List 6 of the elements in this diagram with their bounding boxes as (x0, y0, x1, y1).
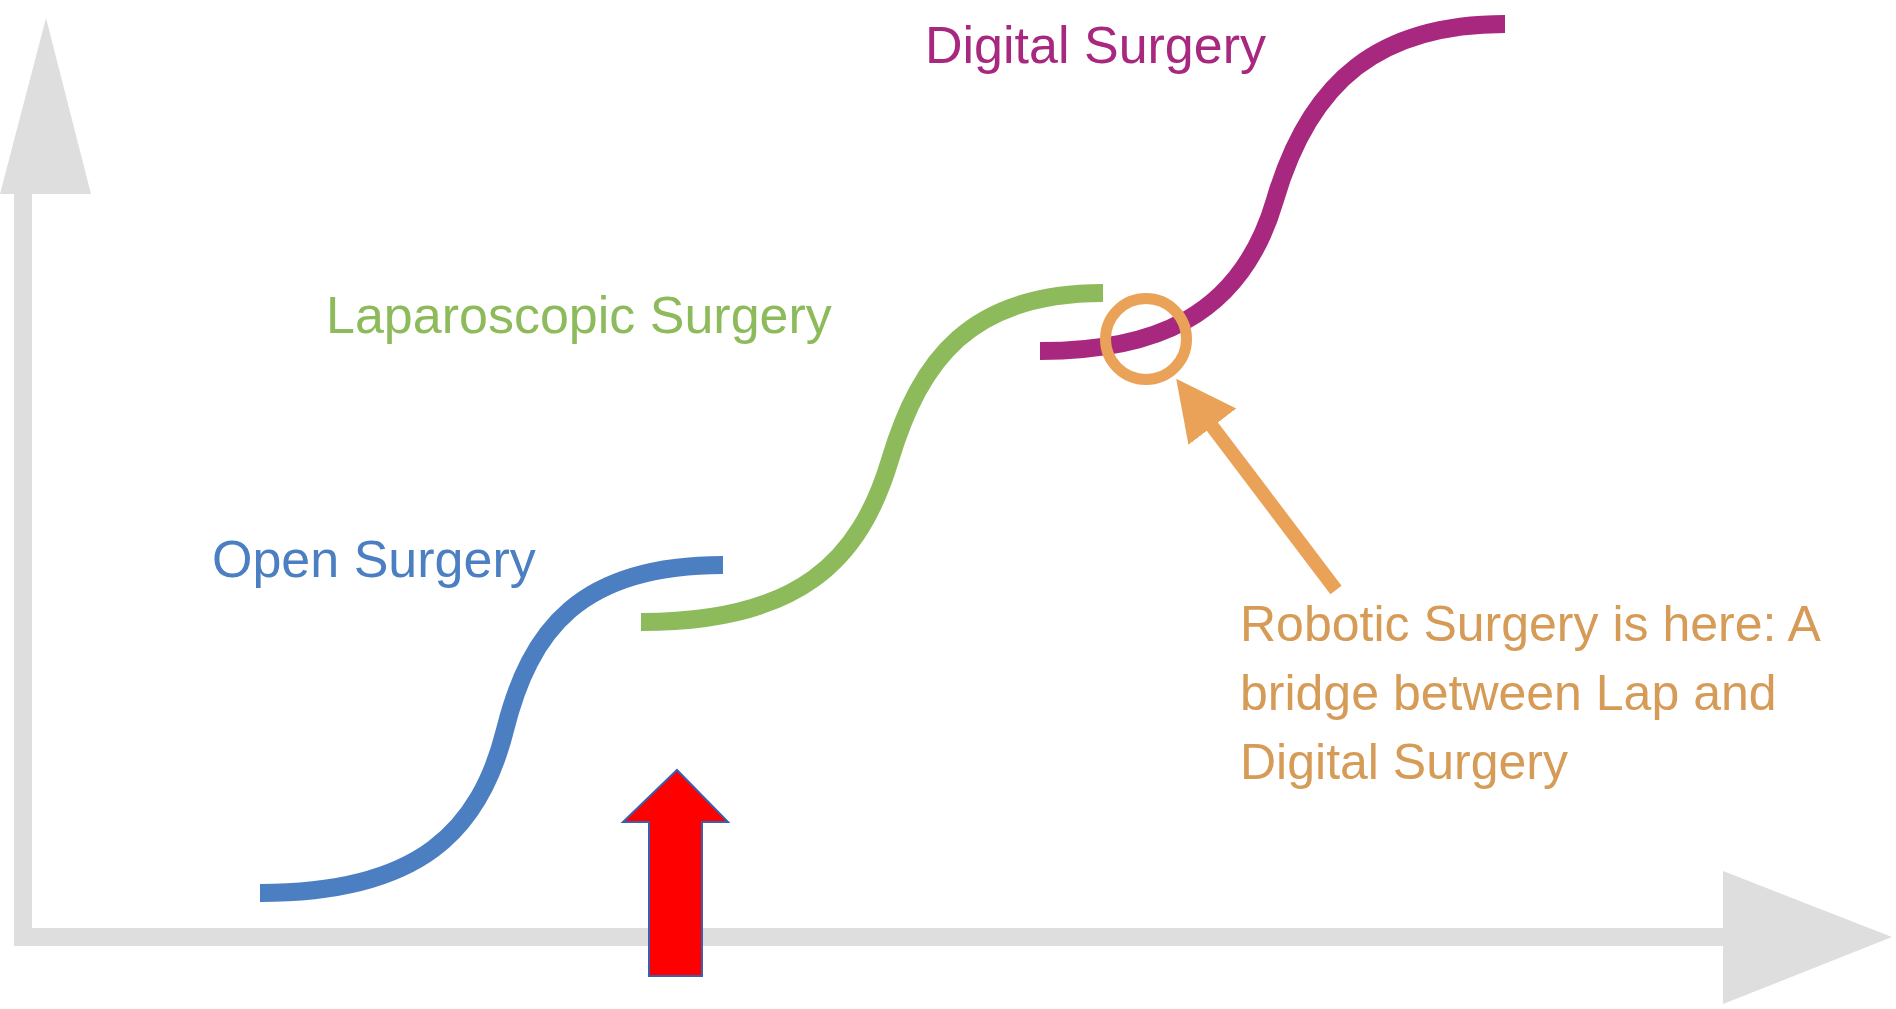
curve-label: Open Surgery (212, 529, 536, 590)
curve-label: Digital Surgery (925, 15, 1267, 76)
curve-label: Laparoscopic Surgery (326, 285, 832, 346)
leader-arrow (1176, 378, 1342, 595)
highlight-ring (1100, 293, 1192, 385)
callout-text: Robotic Surgery is here: A bridge between Lap and Digital Surgery (1240, 590, 1890, 797)
